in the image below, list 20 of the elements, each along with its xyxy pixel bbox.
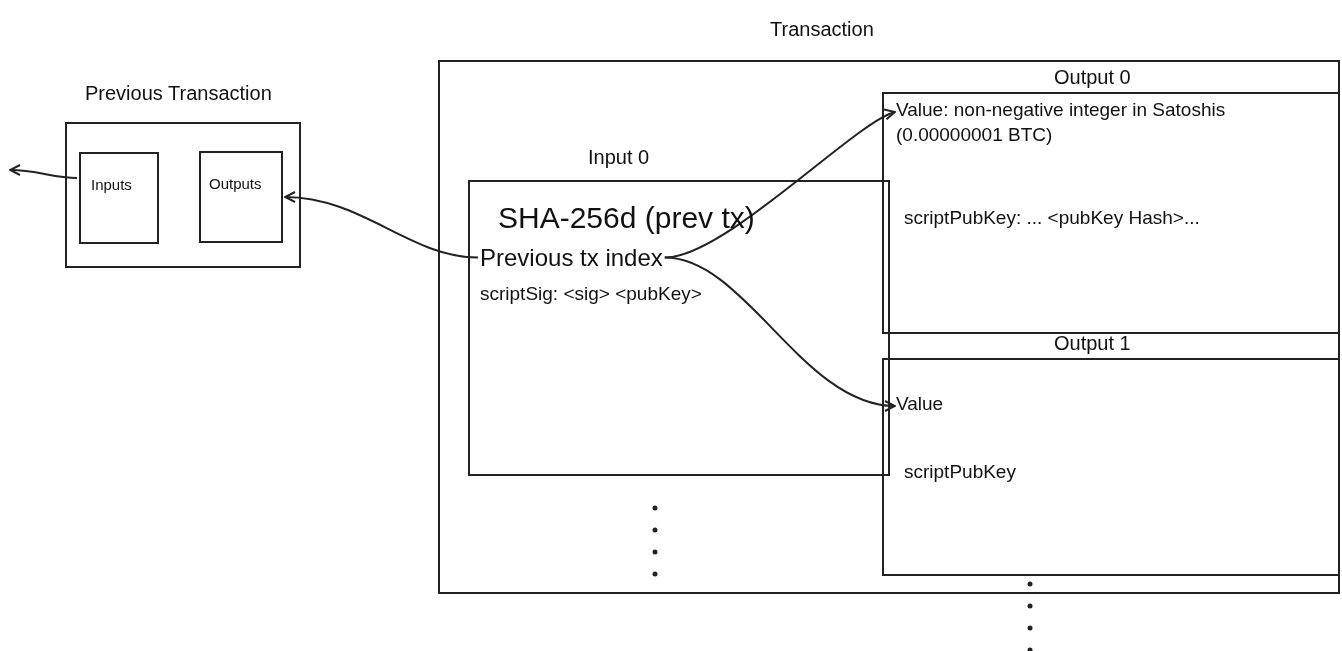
arrow <box>663 110 896 259</box>
box-title: Output 1 <box>1054 332 1131 355</box>
box-title: Transaction <box>770 18 874 41</box>
box-title: Previous Transaction <box>85 82 272 105</box>
outputs-box <box>199 151 283 243</box>
box-title: Output 0 <box>1054 66 1131 89</box>
arrow <box>284 191 479 259</box>
box-title: Outputs <box>209 175 262 192</box>
script-text: scriptPubKey: ... <pubKey Hash>... <box>904 206 1200 231</box>
box-title: Inputs <box>91 176 132 193</box>
index-text: Previous tx index <box>480 242 663 274</box>
arrow <box>9 164 78 179</box>
inputs-box <box>79 152 159 244</box>
hash-text: SHA-256d (prev tx) <box>498 198 755 237</box>
script-text: scriptSig: <sig> <pubKey> <box>480 282 702 307</box>
value-text: Value <box>896 392 944 417</box>
box-title: Input 0 <box>588 146 650 169</box>
script-text: scriptPubKey <box>904 460 1016 485</box>
value-text: Value: non-negative integer in Satoshis (0.00000001 BTC) <box>896 98 1316 148</box>
arrow <box>663 256 896 411</box>
